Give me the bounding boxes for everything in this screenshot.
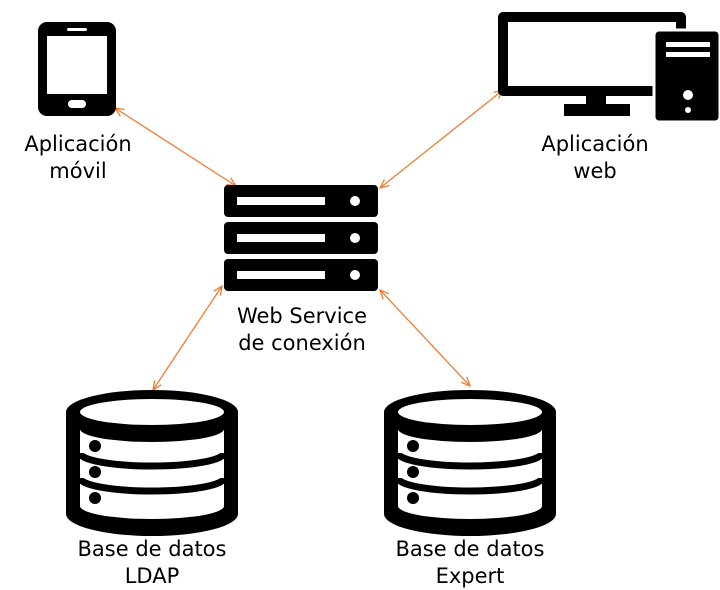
mobile-app-label-line2: móvil [49, 159, 107, 183]
ldap-db-label-line1: Base de datos [77, 537, 227, 561]
server-icon [224, 185, 378, 291]
ldap-db-label: Base de datos LDAP [52, 536, 252, 590]
web-service-label: Web Service de conexión [206, 303, 398, 357]
arrow-mobile-to-webservice [115, 108, 236, 186]
mobile-app-label: Aplicación móvil [0, 131, 156, 185]
desktop-computer-icon [498, 12, 720, 124]
expert-db-label: Base de datos Expert [370, 536, 570, 590]
arrow-web-to-webservice [380, 90, 503, 188]
arrow-expert-to-webservice [380, 290, 470, 386]
web-service-label-line1: Web Service [236, 304, 368, 328]
expert-db-label-line1: Base de datos [395, 537, 545, 561]
mobile-app-label-line1: Aplicación [24, 132, 132, 156]
smartphone-icon [38, 22, 116, 116]
database-icon [384, 390, 556, 536]
web-service-label-line2: de conexión [238, 331, 366, 355]
web-app-label-line1: Aplicación [541, 132, 649, 156]
database-icon [66, 390, 238, 536]
arrow-ldap-to-webservice [153, 286, 222, 390]
expert-db-label-line2: Expert [435, 564, 505, 588]
ldap-db-label-line2: LDAP [124, 564, 180, 588]
web-app-label-line2: web [573, 159, 617, 183]
web-app-label: Aplicación web [515, 131, 675, 185]
